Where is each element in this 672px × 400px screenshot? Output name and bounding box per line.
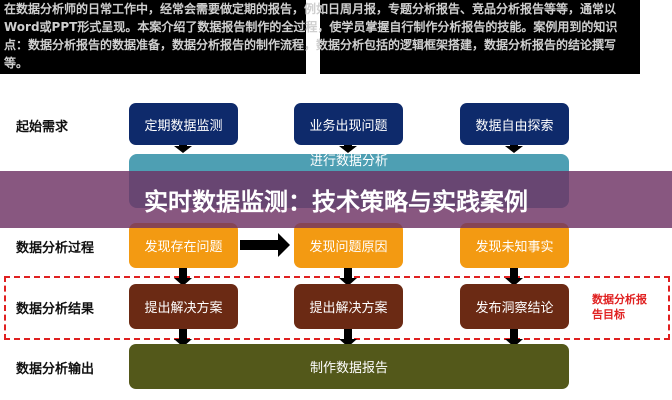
arrow-down-icon xyxy=(174,145,192,153)
result-box-3: 发布洞察结论 xyxy=(460,284,569,329)
arrow-down-icon xyxy=(505,268,523,286)
arrow-down-icon xyxy=(339,329,357,347)
intro-text: 在数据分析师的日常工作中，经常会需要做定期的报告，例如日周月报，专题分析报告、竞… xyxy=(4,2,618,70)
arrow-down-icon xyxy=(505,145,523,153)
result-box-1: 提出解决方案 xyxy=(129,284,238,329)
result-box-2: 提出解决方案 xyxy=(294,284,403,329)
process-box-1: 发现存在问题 xyxy=(129,223,238,268)
overlay-title: 实时数据监测：技术策略与实践案例 xyxy=(0,171,672,228)
output-bar: 制作数据报告 xyxy=(129,344,569,389)
arrow-right-icon xyxy=(240,233,290,257)
arrow-down-icon xyxy=(339,145,357,153)
intro-block-left xyxy=(0,0,306,74)
start-box-2: 业务出现问题 xyxy=(294,103,403,145)
process-box-3: 发现未知事实 xyxy=(460,223,569,268)
arrow-down-icon xyxy=(339,268,357,286)
intro-block-right xyxy=(320,0,640,74)
row-label-result: 数据分析结果 xyxy=(16,302,95,317)
row-label-output: 数据分析输出 xyxy=(16,362,95,377)
start-box-1: 定期数据监测 xyxy=(129,103,238,145)
process-box-2: 发现问题原因 xyxy=(294,223,403,268)
row-label-start: 起始需求 xyxy=(16,120,69,135)
arrow-down-icon xyxy=(174,329,192,347)
arrow-down-icon xyxy=(505,329,523,347)
row-label-process: 数据分析过程 xyxy=(16,241,95,256)
goal-region xyxy=(4,276,670,340)
divider xyxy=(306,0,320,74)
goal-label: 数据分析报告目标 xyxy=(592,293,647,321)
start-box-3: 数据自由探索 xyxy=(460,103,569,145)
arrow-down-icon xyxy=(174,268,192,286)
